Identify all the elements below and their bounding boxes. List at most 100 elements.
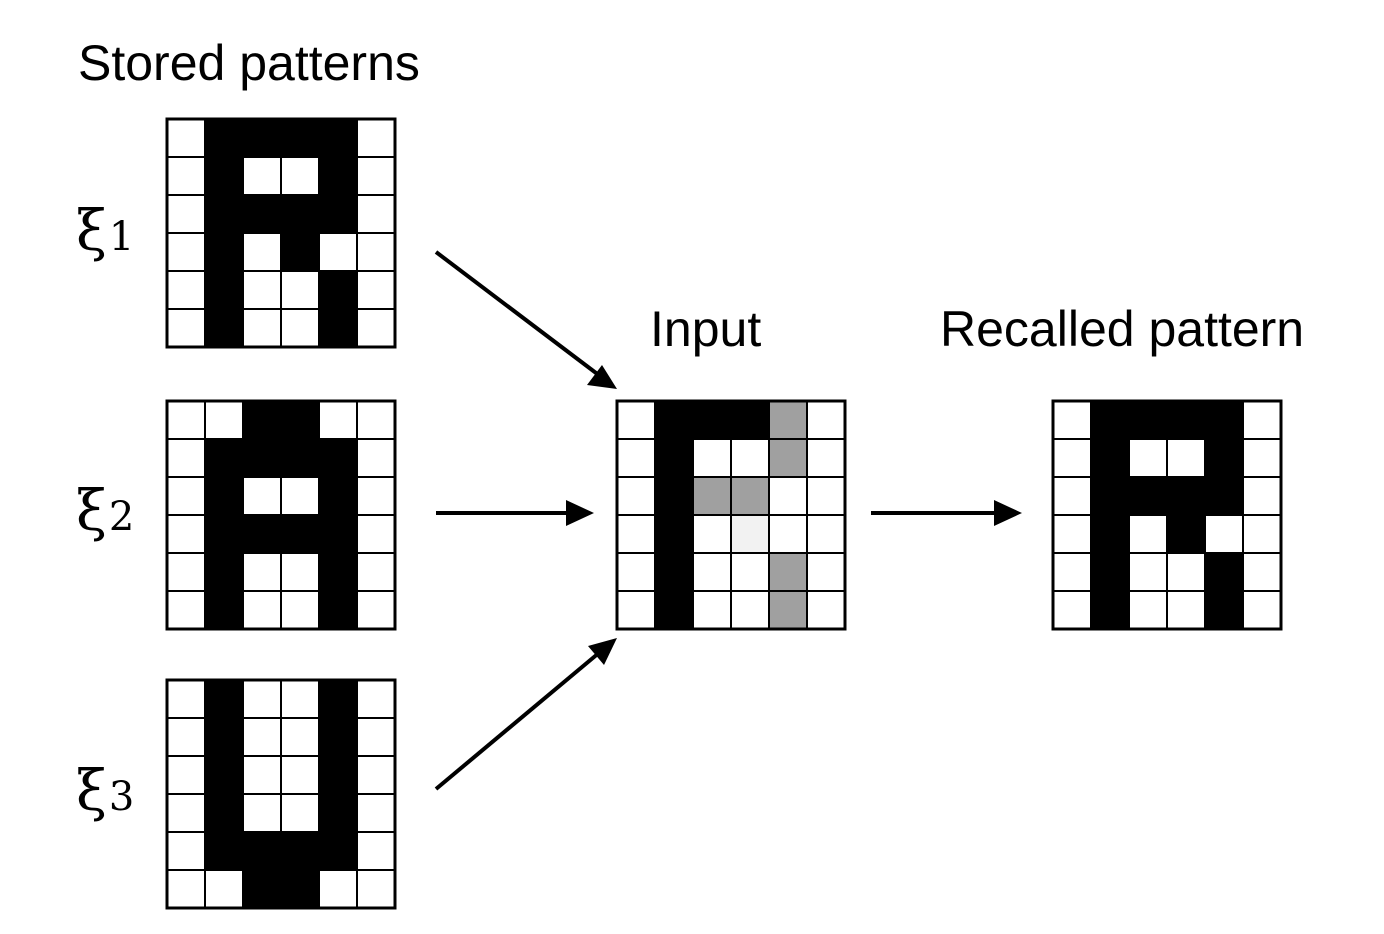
pixel-cell [1128,438,1168,478]
pixel-cell [204,514,244,554]
pixel-cell [318,831,358,871]
pixel-cell [242,476,282,516]
pixel-cell [356,552,396,592]
pixel-cell [806,514,846,554]
pixel-cell [356,793,396,833]
grid-border [1051,399,1283,631]
pixel-cell [356,476,396,516]
pixel-cell [166,194,206,234]
pixel-grid-recalled [1051,399,1283,631]
xi-subscript: 3 [108,774,135,820]
pixel-cell [1166,514,1206,554]
pixel-cell [1052,552,1092,592]
arrowhead-recalled [994,500,1022,526]
pixel-cell [204,118,244,158]
pixel-cell [356,270,396,310]
pixel-cell [204,270,244,310]
pixel-cell [654,438,694,478]
pixel-cell [1204,514,1244,554]
pixel-cell [204,552,244,592]
pixel-cell [280,755,320,795]
pixel-cell [768,400,808,440]
pixel-cell [730,552,770,592]
pixel-cell [1204,590,1244,630]
pixel-cell [1166,476,1206,516]
pixel-cell [1128,552,1168,592]
grid-border [165,117,397,349]
pixel-cell [1052,400,1092,440]
pixel-cell [730,438,770,478]
pixel-cell [318,552,358,592]
pixel-cell [1204,438,1244,478]
arrowhead-xi1 [587,365,617,389]
pixel-cell [242,270,282,310]
pixel-cell [204,232,244,272]
pixel-cell [318,590,358,630]
pixel-cell [242,717,282,757]
pixel-cell [280,717,320,757]
grid-border [165,678,397,910]
pixel-cell [356,514,396,554]
pixel-cell [318,717,358,757]
pixel-cell [166,552,206,592]
pixel-cell [280,476,320,516]
pixel-cell [318,438,358,478]
xi-symbol: ξ [76,199,107,264]
pixel-grid-xi1 [165,117,397,349]
pixel-cell [280,793,320,833]
pixel-cell [318,194,358,234]
pixel-cell [654,476,694,516]
pixel-cell [356,232,396,272]
pixel-cell [806,438,846,478]
pixel-cell [806,590,846,630]
pixel-cell [242,869,282,909]
stored-patterns-heading: Stored patterns [78,35,420,91]
pixel-cell [356,156,396,196]
pixel-cell [166,400,206,440]
pixel-cell [1242,438,1282,478]
pixel-cell [768,438,808,478]
pixel-cell [242,552,282,592]
pixel-cell [1128,590,1168,630]
pixel-grid-xi2 [165,399,397,631]
pixel-cell [242,438,282,478]
arrow-xi3-to-input [434,650,602,791]
pixel-cell [318,869,358,909]
pixel-cell [1128,400,1168,440]
pixel-grid-input [615,399,847,631]
pattern-label-xi1: ξ1 [76,204,134,260]
pixel-cell [318,679,358,719]
pixel-cell [1128,514,1168,554]
pixel-cell [1242,400,1282,440]
pixel-cell [616,514,656,554]
pixel-cell [356,308,396,348]
pixel-cell [242,679,282,719]
pixel-cell [730,400,770,440]
pixel-cell [242,118,282,158]
pixel-cell [1166,552,1206,592]
pixel-cell [242,793,282,833]
pixel-cell [692,590,732,630]
pixel-cell [242,831,282,871]
pixel-cell [692,552,732,592]
pixel-cell [356,831,396,871]
pixel-cell [204,869,244,909]
pixel-cell [204,156,244,196]
pixel-cell [242,232,282,272]
pixel-cell [166,270,206,310]
pixel-cell [318,514,358,554]
pixel-cell [204,793,244,833]
pattern-label-xi3: ξ3 [76,764,134,820]
pixel-cell [1204,400,1244,440]
pixel-cell [166,514,206,554]
pixel-cell [242,308,282,348]
pixel-cell [356,400,396,440]
pixel-cell [356,679,396,719]
pixel-cell [616,438,656,478]
pixel-cell [692,438,732,478]
pixel-cell [1090,476,1130,516]
pixel-cell [204,438,244,478]
pixel-cell [280,831,320,871]
pixel-cell [1090,552,1130,592]
